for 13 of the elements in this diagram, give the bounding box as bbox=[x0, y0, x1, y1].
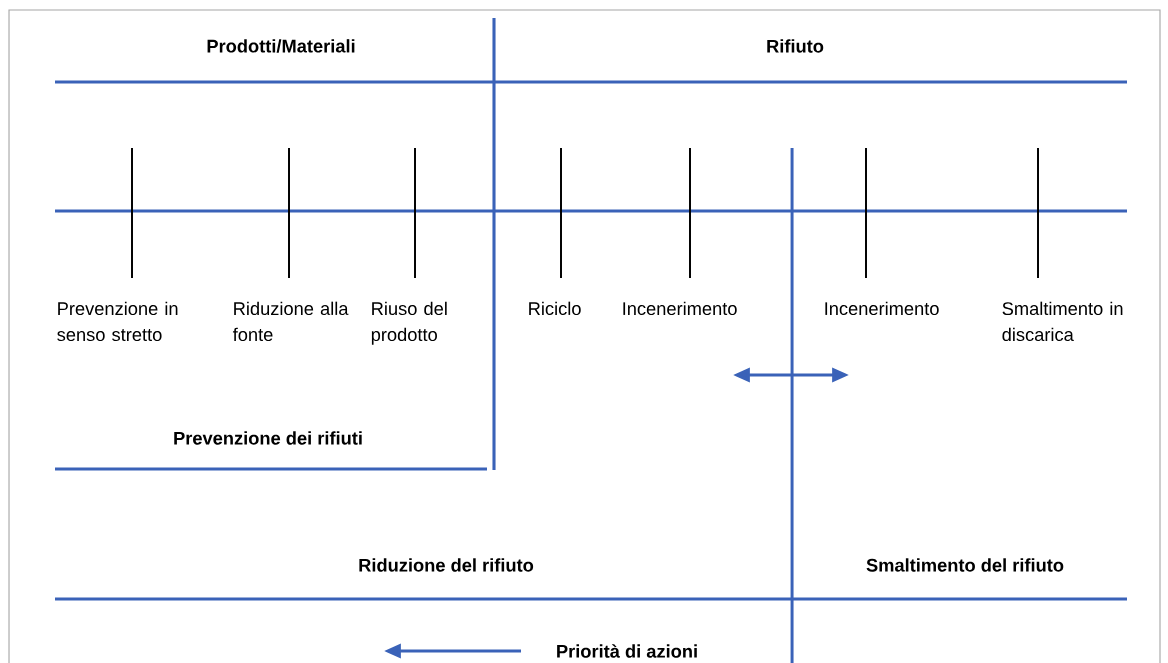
section-heading: Smaltimento del rifiuto bbox=[866, 558, 1064, 572]
section-heading: Prodotti/Materiali bbox=[207, 39, 355, 53]
stage-label: Riuso del prodotto bbox=[371, 301, 447, 345]
section-heading: Prevenzione dei rifiuti bbox=[174, 431, 362, 445]
stage-label: Incenerimento bbox=[825, 301, 939, 316]
section-heading: Riduzione del rifiuto bbox=[359, 558, 534, 572]
stage-label: Smaltimento in discarica bbox=[1002, 301, 1123, 342]
section-heading: Priorità di azioni bbox=[557, 644, 697, 658]
stage-label: Incenerimento bbox=[623, 301, 737, 316]
section-heading: Rifiuto bbox=[767, 39, 824, 53]
stage-label: Prevenzione in senso stretto bbox=[57, 301, 178, 342]
stage-label: Riduzione alla fonte bbox=[232, 301, 349, 342]
stage-label: Riciclo bbox=[529, 301, 581, 316]
